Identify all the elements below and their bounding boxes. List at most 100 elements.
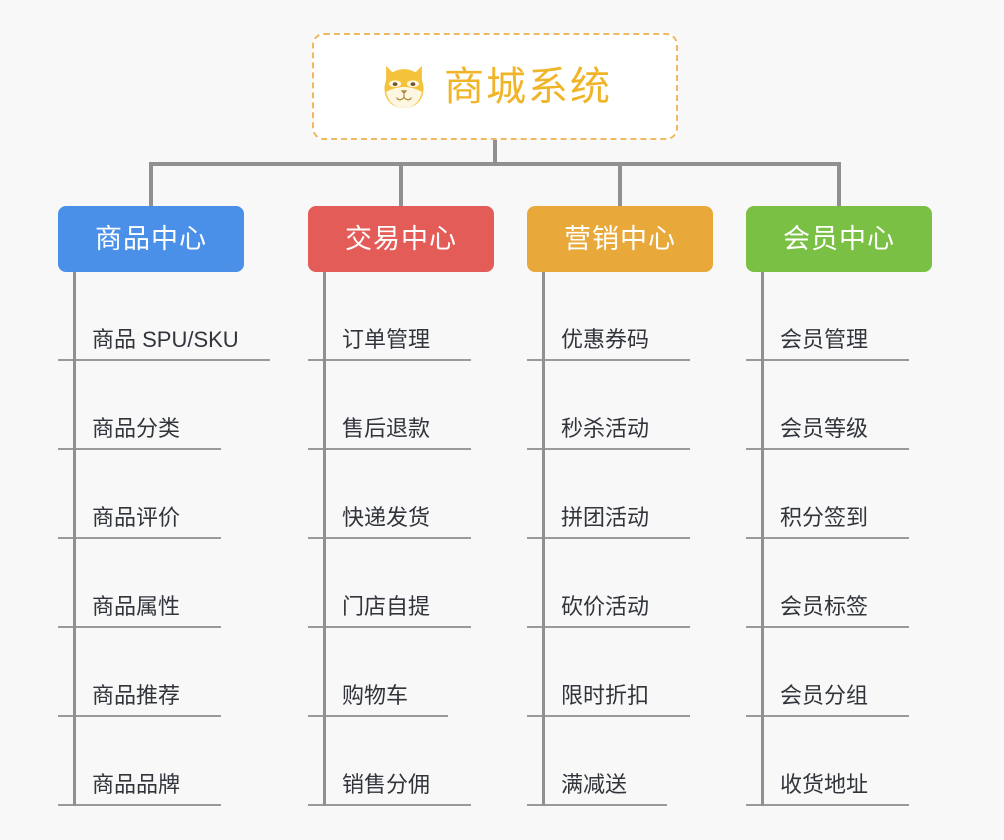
leaf-underline xyxy=(58,804,221,806)
leaf-label: 商品推荐 xyxy=(92,683,181,708)
leaf-label: 会员分组 xyxy=(780,683,869,708)
leaf-underline xyxy=(527,537,690,539)
leaf-underline xyxy=(527,626,690,628)
leaf-list: 商品 SPU/SKU 商品分类 商品评价 商品属性 商品推荐 商品品牌 xyxy=(58,272,270,806)
category-label-3: 营销中心 xyxy=(564,223,676,254)
branch-drop-connector-4 xyxy=(837,162,841,206)
leaf-item-2-6[interactable]: 销售分佣 xyxy=(308,717,494,806)
leaf-item-1-6[interactable]: 商品品牌 xyxy=(58,717,244,806)
leaf-underline xyxy=(58,359,270,361)
leaf-underline xyxy=(308,448,471,450)
leaf-item-3-5[interactable]: 限时折扣 xyxy=(527,628,713,717)
leaf-underline xyxy=(527,715,690,717)
category-box-4[interactable]: 会员中心 xyxy=(746,206,932,272)
leaf-item-3-2[interactable]: 秒杀活动 xyxy=(527,361,713,450)
leaf-label: 会员标签 xyxy=(780,594,869,619)
leaf-item-2-4[interactable]: 门店自提 xyxy=(308,539,494,628)
leaf-item-1-1[interactable]: 商品 SPU/SKU xyxy=(58,272,270,361)
leaf-label: 积分签到 xyxy=(780,505,869,530)
branch-column-1: 商品中心 商品 SPU/SKU 商品分类 商品评价 商品属性 商品推荐 商品品牌 xyxy=(58,206,270,806)
leaf-item-4-2[interactable]: 会员等级 xyxy=(746,361,932,450)
leaf-item-3-4[interactable]: 砍价活动 xyxy=(527,539,713,628)
leaf-label: 拼团活动 xyxy=(561,505,650,530)
leaf-label: 销售分佣 xyxy=(342,772,431,797)
branch-spine-connector-2 xyxy=(323,272,326,806)
leaf-item-4-5[interactable]: 会员分组 xyxy=(746,628,932,717)
leaf-underline xyxy=(308,359,471,361)
leaf-label: 优惠券码 xyxy=(561,327,650,352)
category-box-2[interactable]: 交易中心 xyxy=(308,206,494,272)
leaf-item-2-2[interactable]: 售后退款 xyxy=(308,361,494,450)
leaf-label: 秒杀活动 xyxy=(561,416,650,441)
leaf-label: 收货地址 xyxy=(780,772,869,797)
branch-spine-connector-1 xyxy=(73,272,76,806)
leaf-list: 订单管理 售后退款 快递发货 门店自提 购物车 销售分佣 xyxy=(308,272,494,806)
branch-drop-connector-3 xyxy=(618,162,622,206)
leaf-underline xyxy=(308,715,448,717)
leaf-label: 商品分类 xyxy=(92,416,181,441)
leaf-label: 商品 SPU/SKU xyxy=(92,327,239,352)
branch-drop-connector-1 xyxy=(149,162,153,206)
root-title: 商城系统 xyxy=(444,64,612,109)
leaf-label: 商品品牌 xyxy=(92,772,181,797)
leaf-label: 门店自提 xyxy=(342,594,431,619)
category-label-4: 会员中心 xyxy=(783,223,895,254)
leaf-label: 订单管理 xyxy=(342,327,431,352)
leaf-item-2-3[interactable]: 快递发货 xyxy=(308,450,494,539)
horizontal-bus-connector xyxy=(149,162,841,166)
leaf-label: 会员管理 xyxy=(780,327,869,352)
leaf-item-4-4[interactable]: 会员标签 xyxy=(746,539,932,628)
root-node[interactable]: 商城系统 xyxy=(312,33,678,140)
leaf-item-3-3[interactable]: 拼团活动 xyxy=(527,450,713,539)
leaf-underline xyxy=(746,359,909,361)
leaf-underline xyxy=(746,537,909,539)
category-label-1: 商品中心 xyxy=(95,223,207,254)
branch-spine-connector-4 xyxy=(761,272,764,806)
leaf-item-2-5[interactable]: 购物车 xyxy=(308,628,494,717)
category-label-2: 交易中心 xyxy=(345,223,457,254)
leaf-item-1-3[interactable]: 商品评价 xyxy=(58,450,244,539)
leaf-label: 限时折扣 xyxy=(561,683,650,708)
leaf-underline xyxy=(308,804,471,806)
branch-spine-connector-3 xyxy=(542,272,545,806)
branch-column-4: 会员中心 会员管理 会员等级 积分签到 会员标签 会员分组 收货地址 xyxy=(746,206,932,806)
leaf-item-4-3[interactable]: 积分签到 xyxy=(746,450,932,539)
leaf-item-1-4[interactable]: 商品属性 xyxy=(58,539,244,628)
leaf-underline xyxy=(527,359,690,361)
leaf-item-4-1[interactable]: 会员管理 xyxy=(746,272,932,361)
leaf-label: 会员等级 xyxy=(780,416,869,441)
leaf-label: 快递发货 xyxy=(342,505,431,530)
branch-column-2: 交易中心 订单管理 售后退款 快递发货 门店自提 购物车 销售分佣 xyxy=(308,206,494,806)
shiba-dog-face-icon xyxy=(384,65,424,108)
leaf-item-3-6[interactable]: 满减送 xyxy=(527,717,713,806)
leaf-underline xyxy=(746,715,909,717)
leaf-underline xyxy=(308,626,471,628)
branch-drop-connector-2 xyxy=(399,162,403,206)
leaf-underline xyxy=(527,804,667,806)
leaf-label: 售后退款 xyxy=(342,416,431,441)
root-stem-connector xyxy=(493,140,497,164)
category-box-3[interactable]: 营销中心 xyxy=(527,206,713,272)
leaf-underline xyxy=(746,804,909,806)
leaf-label: 砍价活动 xyxy=(561,594,650,619)
leaf-underline xyxy=(58,448,221,450)
leaf-item-1-2[interactable]: 商品分类 xyxy=(58,361,244,450)
leaf-underline xyxy=(58,537,221,539)
leaf-item-1-5[interactable]: 商品推荐 xyxy=(58,628,244,717)
leaf-label: 满减送 xyxy=(561,772,628,797)
branch-column-3: 营销中心 优惠券码 秒杀活动 拼团活动 砍价活动 限时折扣 满减送 xyxy=(527,206,713,806)
leaf-label: 商品评价 xyxy=(92,505,181,530)
leaf-underline xyxy=(308,537,471,539)
leaf-item-3-1[interactable]: 优惠券码 xyxy=(527,272,713,361)
leaf-list: 优惠券码 秒杀活动 拼团活动 砍价活动 限时折扣 满减送 xyxy=(527,272,713,806)
leaf-underline xyxy=(58,715,221,717)
leaf-list: 会员管理 会员等级 积分签到 会员标签 会员分组 收货地址 xyxy=(746,272,932,806)
leaf-label: 商品属性 xyxy=(92,594,181,619)
leaf-item-4-6[interactable]: 收货地址 xyxy=(746,717,932,806)
category-box-1[interactable]: 商品中心 xyxy=(58,206,244,272)
leaf-underline xyxy=(746,626,909,628)
leaf-item-2-1[interactable]: 订单管理 xyxy=(308,272,494,361)
leaf-underline xyxy=(746,448,909,450)
leaf-underline xyxy=(58,626,221,628)
leaf-label: 购物车 xyxy=(342,683,409,708)
